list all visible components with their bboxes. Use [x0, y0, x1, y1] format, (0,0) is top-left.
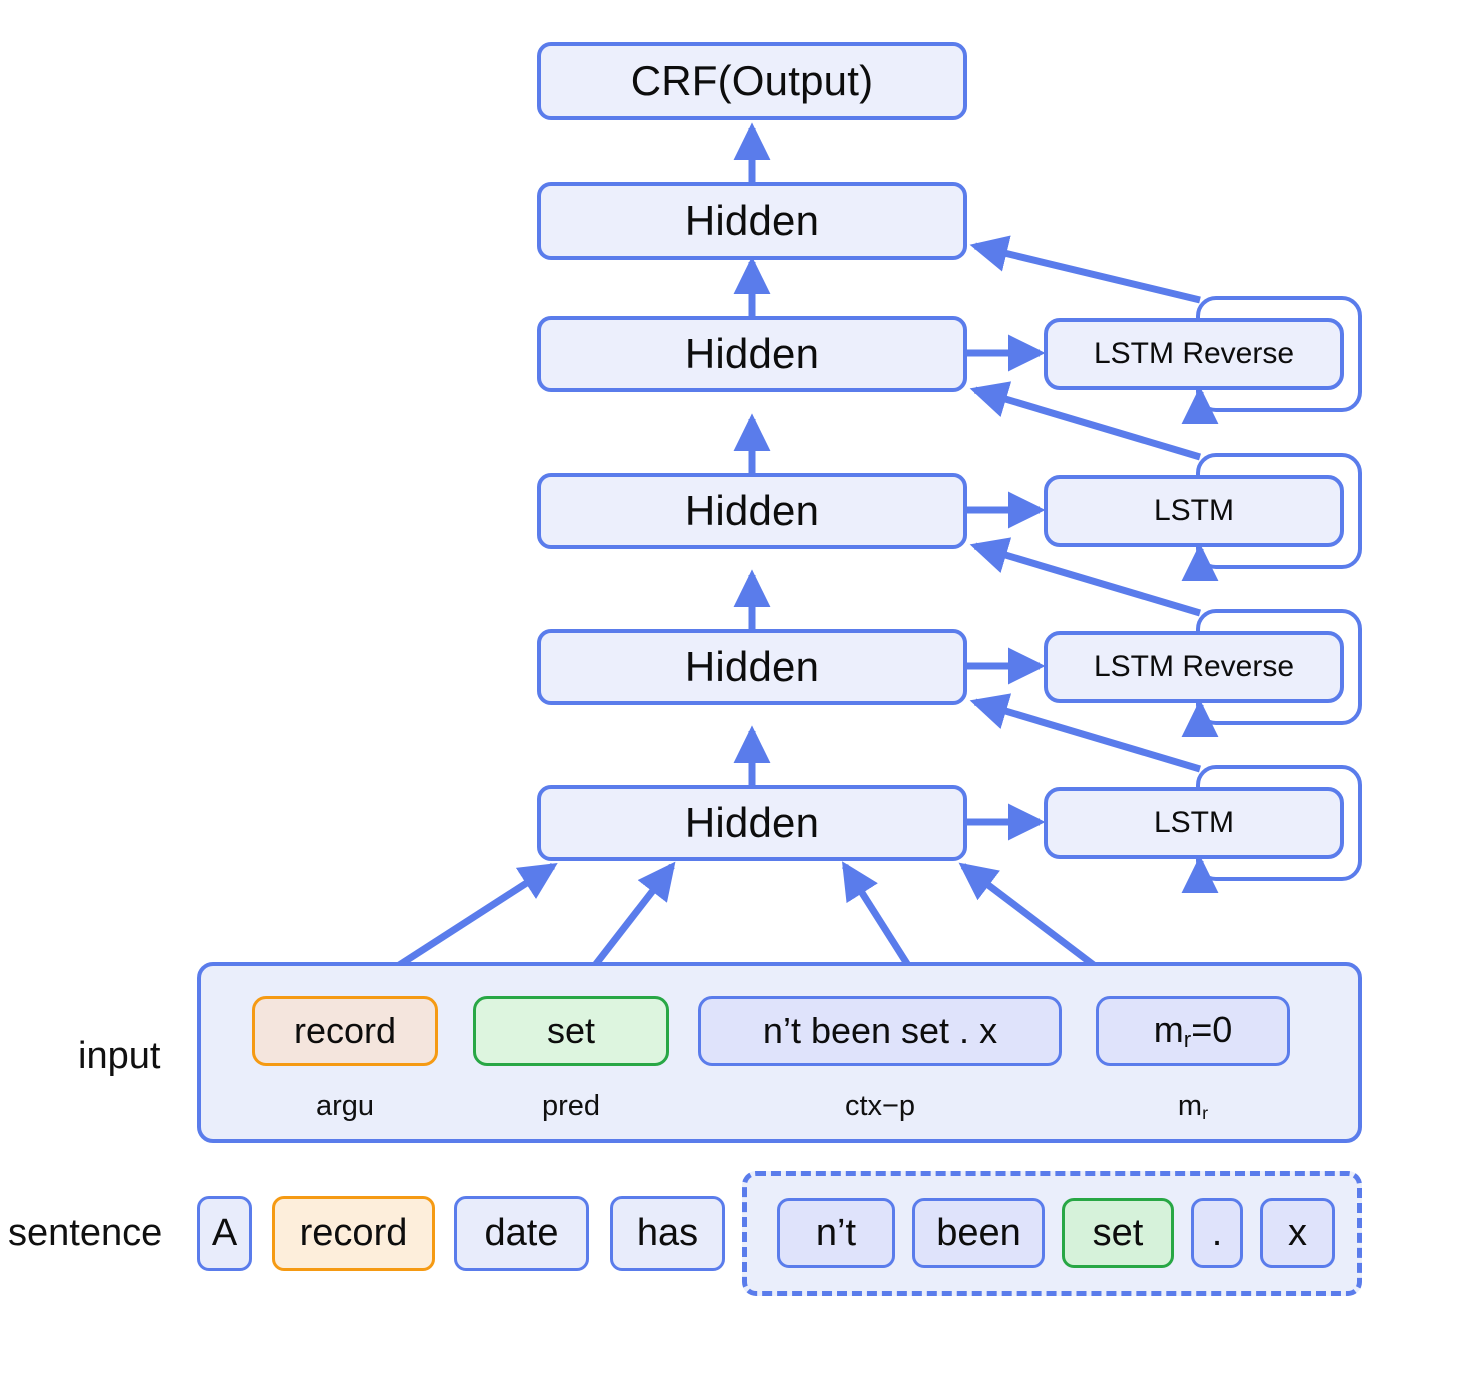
sentence-token-0-text: A	[211, 1212, 238, 1254]
input-feature-ctxp-value: n’t been set . x	[762, 1010, 998, 1051]
sentence-token-6[interactable]: set	[1062, 1198, 1174, 1268]
lstm-reverse-box-2[interactable]: LSTM Reverse	[1044, 318, 1344, 390]
input-feature-mr-value: mr=0	[1153, 1009, 1233, 1052]
sentence-token-3[interactable]: has	[610, 1196, 725, 1271]
input-feature-argu-caption: argu	[315, 1090, 375, 1122]
input-feature-pred-caption: pred	[541, 1090, 601, 1122]
hidden-box-2-label: Hidden	[684, 643, 820, 690]
sentence-token-3-text: has	[636, 1212, 699, 1254]
sentence-token-0[interactable]: A	[197, 1196, 252, 1271]
sentence-token-1-text: record	[299, 1212, 408, 1254]
lstm-reverse-box-1[interactable]: LSTM Reverse	[1044, 631, 1344, 703]
sentence-token-4[interactable]: n’t	[777, 1198, 895, 1268]
lstm-reverse-box-1-label: LSTM Reverse	[1093, 650, 1295, 683]
sentence-token-4-text: n’t	[815, 1211, 857, 1254]
lstm-box-1-label: LSTM	[1153, 806, 1234, 839]
sentence-token-2[interactable]: date	[454, 1196, 589, 1271]
edge-lstm1-to-hidden2	[969, 693, 1201, 773]
hidden-box-3[interactable]: Hidden	[537, 473, 967, 549]
input-feature-mr[interactable]: mr=0	[1096, 996, 1290, 1066]
sentence-token-1[interactable]: record	[272, 1196, 435, 1271]
input-feature-pred[interactable]: set	[473, 996, 669, 1066]
hidden-box-3-label: Hidden	[684, 487, 820, 534]
input-feature-mr-caption: mr	[1177, 1090, 1209, 1123]
lstm-box-2[interactable]: LSTM	[1044, 475, 1344, 547]
sentence-token-8-text: x	[1288, 1211, 1307, 1254]
crf-output-label: CRF(Output)	[630, 57, 874, 104]
sentence-token-5-text: been	[936, 1211, 1021, 1254]
edge-lstmrev1-to-hidden3	[969, 537, 1201, 617]
input-feature-pred-value: set	[546, 1010, 596, 1051]
input-row-label: input	[78, 1035, 161, 1077]
lstm-reverse-box-2-label: LSTM Reverse	[1093, 337, 1295, 370]
hidden-box-4-label: Hidden	[684, 330, 820, 377]
input-feature-argu-value: record	[293, 1010, 397, 1051]
crf-output-box[interactable]: CRF(Output)	[537, 42, 967, 120]
hidden-box-5[interactable]: Hidden	[537, 182, 967, 260]
sentence-token-8[interactable]: x	[1260, 1198, 1335, 1268]
sentence-token-2-text: date	[484, 1212, 559, 1254]
lstm-box-1[interactable]: LSTM	[1044, 787, 1344, 859]
sentence-token-5[interactable]: been	[912, 1198, 1045, 1268]
hidden-box-4[interactable]: Hidden	[537, 316, 967, 392]
hidden-box-1[interactable]: Hidden	[537, 785, 967, 861]
input-feature-ctxp[interactable]: n’t been set . x	[698, 996, 1062, 1066]
lstm-box-2-label: LSTM	[1153, 494, 1234, 527]
hidden-box-1-label: Hidden	[684, 799, 820, 846]
hidden-box-5-label: Hidden	[684, 197, 820, 244]
edge-lstmrev2-to-hidden5	[969, 235, 1201, 304]
input-feature-argu[interactable]: record	[252, 996, 438, 1066]
sentence-token-7-text: .	[1211, 1211, 1223, 1254]
sentence-row-label: sentence	[8, 1212, 163, 1254]
sentence-token-6-text: set	[1092, 1211, 1144, 1254]
input-feature-ctxp-caption: ctx−p	[844, 1090, 916, 1122]
hidden-box-2[interactable]: Hidden	[537, 629, 967, 705]
edge-lstm2-to-hidden4	[969, 381, 1201, 461]
sentence-token-7[interactable]: .	[1191, 1198, 1243, 1268]
